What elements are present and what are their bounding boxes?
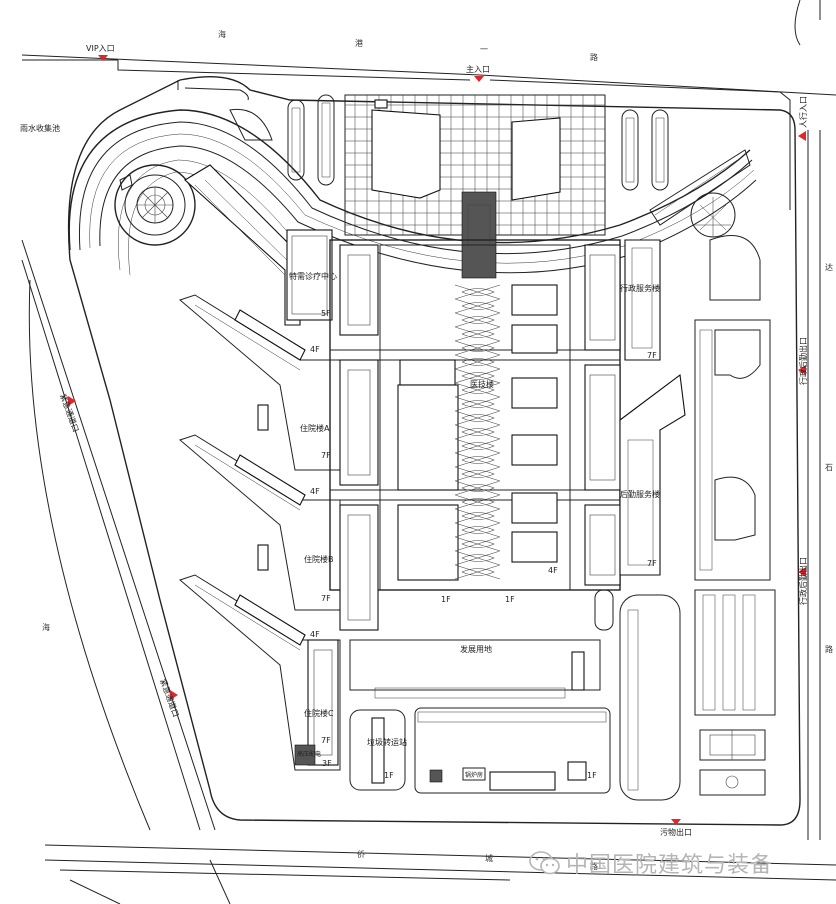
bottom-right <box>594 589 776 801</box>
bottom-area <box>349 639 611 794</box>
road-south-1: 侨 <box>357 849 365 859</box>
admin-parking <box>694 235 771 581</box>
special-center <box>184 164 333 326</box>
marker-emergency-2 <box>170 690 178 700</box>
floor-label: 7F <box>647 351 657 360</box>
floor-labels: 5F 4F 7F 4F 7F 4F 7F 7F 3F 7F 7F 4F 1F 1… <box>310 309 657 780</box>
watermark: 中国医院建筑与装备 <box>528 845 828 881</box>
parking-left <box>229 94 669 191</box>
floor-label: 3F <box>322 759 332 768</box>
label-hv-room: 高压配电 <box>297 750 321 758</box>
label-boiler: 锅炉房 <box>465 771 483 779</box>
road-north-1: 海 <box>218 29 226 39</box>
label-pedestrian-entrance: 人行入口 <box>798 96 808 128</box>
road-east-3: 路 <box>825 644 833 654</box>
right-buildings <box>584 149 751 586</box>
rotunda <box>114 164 196 246</box>
label-emergency-1: 紧急通道口 <box>58 392 81 433</box>
floor-label: 4F <box>548 566 558 575</box>
label-main-entrance: 主入口 <box>466 64 490 74</box>
label-admin-exit-2: 行政后勤出口 <box>798 557 808 605</box>
road-south-2: 城 <box>485 854 493 863</box>
label-medical-building: 医技楼 <box>470 379 494 389</box>
label-rainwater: 雨水收集池 <box>20 123 60 133</box>
road-lines <box>21 0 836 904</box>
marker-main <box>474 76 484 82</box>
floor-label: 1F <box>441 595 451 604</box>
label-special-center: 特需诊疗中心 <box>289 271 337 281</box>
marker-admin-1 <box>798 365 806 375</box>
floor-label: 7F <box>647 559 657 568</box>
floor-label: 1F <box>505 595 515 604</box>
floor-label: 4F <box>310 630 320 639</box>
road-west: 海 <box>42 622 50 632</box>
road-east-1: 达 <box>825 262 833 272</box>
marker-vip <box>98 55 108 61</box>
marker-admin-2 <box>798 567 806 577</box>
label-sewage-exit: 污物出口 <box>660 827 692 837</box>
floor-label: 7F <box>321 736 331 745</box>
road-north-4: 路 <box>590 52 598 62</box>
marker-emergency-1 <box>68 396 76 406</box>
floor-label: 4F <box>310 345 320 354</box>
floor-label: 7F <box>321 594 331 603</box>
road-east-2: 石 <box>825 463 833 472</box>
label-ward-a: 住院楼A <box>300 423 330 433</box>
road-names: 海 港 一 路 海 达 石 路 侨 城 路 <box>42 29 833 871</box>
arc-corridor <box>68 109 757 276</box>
ward-wings <box>179 244 379 771</box>
label-ward-b: 住院楼B <box>304 554 334 564</box>
medical-complex <box>329 239 621 591</box>
label-logistics-building: 后勤服务楼 <box>620 489 660 499</box>
floor-label: 1F <box>587 771 597 780</box>
floor-label: 5F <box>321 309 331 318</box>
label-development-land: 发展用地 <box>460 644 492 654</box>
marker-sewage <box>671 819 681 825</box>
main-plaza <box>344 94 606 279</box>
entrance-markers <box>68 55 806 825</box>
marker-pedestrian <box>798 131 806 141</box>
floor-label: 1F <box>384 771 394 780</box>
label-admin-building: 行政服务楼 <box>620 283 660 293</box>
road-south-3: 路 <box>590 861 598 871</box>
wechat-icon <box>529 851 560 875</box>
road-north-2: 港 <box>355 38 363 48</box>
watermark-text: 中国医院建筑与装备 <box>566 853 774 878</box>
floor-label: 4F <box>310 487 320 496</box>
label-garbage-station: 垃圾转运站 <box>367 737 407 747</box>
label-ward-c: 住院楼C <box>304 708 334 718</box>
floor-label: 7F <box>321 451 331 460</box>
road-north-3: 一 <box>480 45 488 54</box>
label-vip-entrance: VIP入口 <box>86 44 115 53</box>
site-boundary <box>67 75 801 826</box>
label-admin-exit-1: 行政后勤出口 <box>798 337 808 385</box>
building-labels: 雨水收集池 特需诊疗中心 行政服务楼 医技楼 后勤服务楼 住院楼A 住院楼B 住… <box>20 123 660 779</box>
label-emergency-2: 紧急通道口 <box>158 677 181 718</box>
